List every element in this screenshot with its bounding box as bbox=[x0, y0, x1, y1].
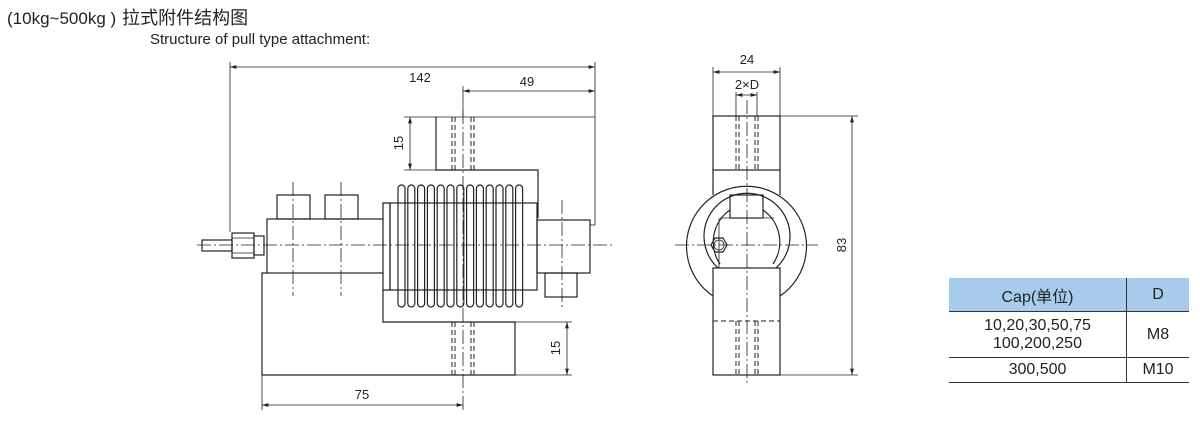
bellows-fin bbox=[407, 184, 416, 308]
dim-bottom-block-label: 15 bbox=[548, 341, 563, 355]
sensor-body bbox=[266, 218, 384, 274]
dim-width-label: 24 bbox=[740, 52, 754, 67]
title-chinese: 拉式附件结构图 bbox=[122, 8, 249, 28]
bellows-fin bbox=[456, 184, 465, 308]
page-title: (10kg~500kg ) 拉式附件结构图 bbox=[7, 4, 248, 30]
screw-cap bbox=[544, 272, 578, 298]
top-clamp-block bbox=[435, 117, 539, 218]
bellows-fin bbox=[505, 184, 514, 308]
table-cell-d: M8 bbox=[1126, 311, 1189, 358]
cable bbox=[201, 239, 233, 252]
bellows-fin bbox=[485, 184, 494, 308]
dim-bottom-label: 75 bbox=[355, 387, 369, 402]
end-view: 24 2×D 83 bbox=[675, 52, 858, 385]
cap-values-line1: 10,20,30,50,75 bbox=[984, 316, 1091, 334]
screw-cap bbox=[276, 194, 311, 220]
bellows bbox=[397, 184, 524, 308]
bellows-fin bbox=[426, 184, 435, 308]
cap-values-line2: 100,200,250 bbox=[993, 334, 1082, 352]
bellows-fin bbox=[417, 184, 426, 308]
page-subtitle: Structure of pull type attachment: bbox=[150, 31, 371, 48]
bellows-fin bbox=[446, 184, 455, 308]
top-clamp-block bbox=[712, 115, 781, 171]
bellows-fin bbox=[475, 184, 484, 308]
bellows-fin bbox=[495, 184, 504, 308]
bellows-fin bbox=[397, 184, 406, 308]
dim-hole-label: 2×D bbox=[735, 77, 759, 92]
dim-total-label: 142 bbox=[409, 70, 431, 85]
screw-cap bbox=[324, 194, 359, 220]
table-header-cap: Cap(单位) bbox=[949, 278, 1127, 312]
dim-top-block-label: 15 bbox=[391, 136, 406, 150]
bellows-fin bbox=[436, 184, 445, 308]
table-cell-d: M10 bbox=[1126, 357, 1189, 383]
capacity-range: (10kg~500kg ) bbox=[7, 9, 117, 28]
table-header-d: D bbox=[1126, 278, 1189, 312]
side-view: 142 49 15 bbox=[197, 62, 612, 410]
bellows-fin bbox=[514, 184, 524, 308]
bellows-fin bbox=[466, 184, 475, 308]
dim-height-label: 83 bbox=[834, 238, 849, 252]
table-row: 300,500 M10 bbox=[949, 357, 1189, 383]
cable-gland bbox=[231, 232, 255, 259]
right-block bbox=[536, 219, 591, 274]
screw-cap bbox=[729, 194, 764, 219]
dim-right-label: 49 bbox=[520, 74, 534, 89]
outer-ring bbox=[685, 185, 808, 297]
table-cell-cap: 300,500 bbox=[949, 357, 1127, 383]
